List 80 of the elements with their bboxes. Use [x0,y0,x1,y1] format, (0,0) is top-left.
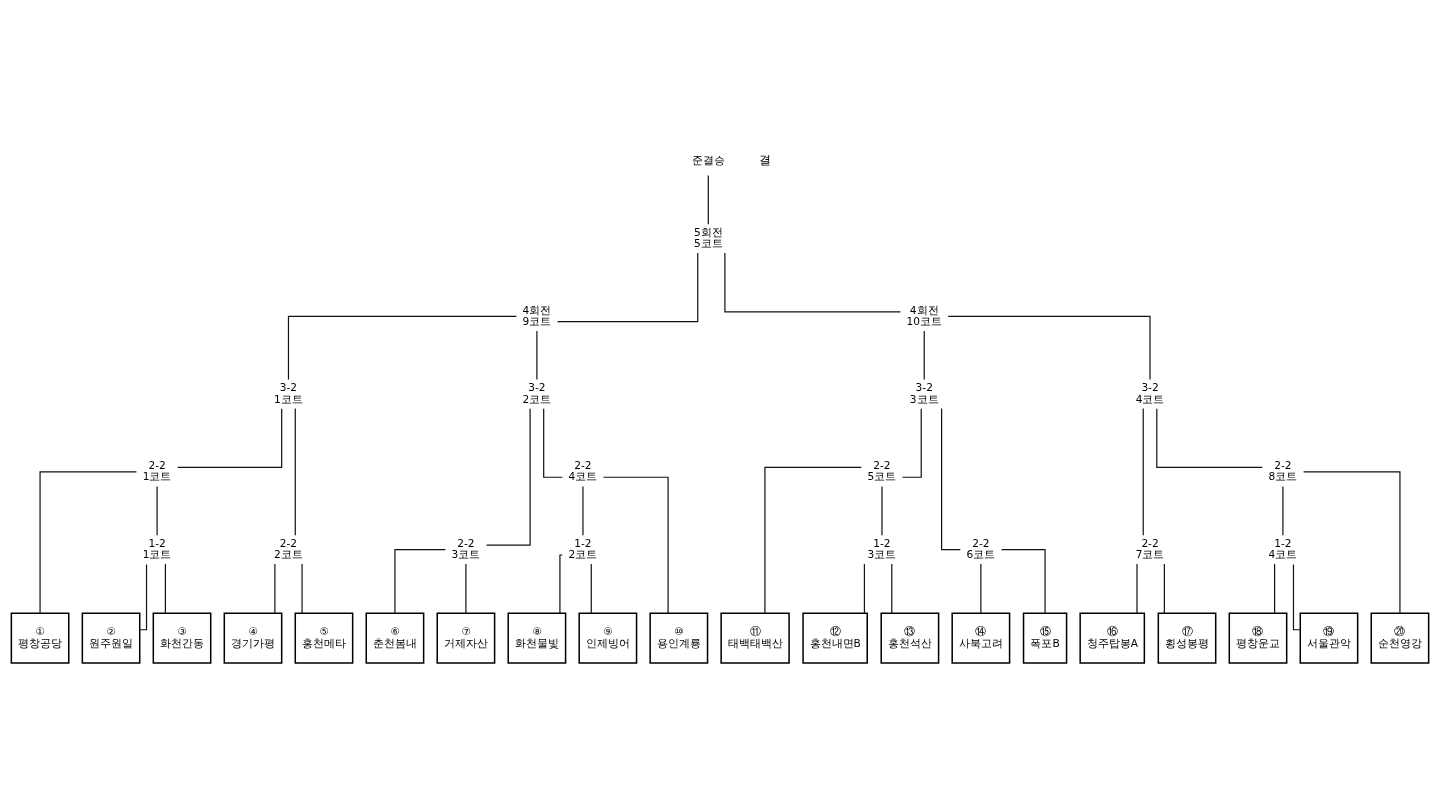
node-box: ④ 경기가평 [223,612,283,664]
node-text: 1-2 1코트 [142,536,172,561]
connector [947,315,1151,381]
connector [485,408,531,546]
connector [724,252,901,313]
node-box: ⑫ 홍천내면B [802,612,868,664]
node-box: ⑦ 거제자산 [436,612,496,664]
connector [39,471,138,614]
connector [941,407,961,551]
connector [923,330,925,381]
node-text: 2-2 8코트 [1268,459,1298,483]
connector [1282,485,1284,536]
connector [1302,471,1401,614]
node-box: ⑱ 평창운교 [1228,612,1288,664]
connector [559,554,563,614]
node-text: 3-2 3코트 [909,381,939,405]
node-box: ⑰ 횡성봉평 [1157,612,1217,664]
connector [590,563,592,614]
node-text: 1-2 4코트 [1268,536,1298,561]
node-text: 2-2 1코트 [142,459,172,483]
connector [465,563,467,614]
connector [901,408,922,478]
node-text: 1-2 3코트 [867,536,897,561]
connector [156,485,158,536]
connector [1163,563,1165,614]
node-box: ⑩ 용인계룡 [649,612,709,664]
connector [536,330,538,381]
node-text: 5회전 5코트 [693,225,723,250]
connector [881,485,883,536]
connector [274,563,276,614]
connector [582,485,584,536]
connector [294,407,296,536]
node-text: 2-2 7코트 [1135,536,1165,561]
connector [1136,563,1138,614]
connector [557,252,699,323]
connector [980,563,982,614]
node-box: ③ 화천간동 [152,612,212,664]
node-text: 3-2 2코트 [522,381,552,405]
node-box: ⑳ 순천영강 [1370,612,1430,664]
label: 결 [758,153,771,168]
node-text: 2-2 3코트 [451,536,481,561]
connector [287,315,517,381]
connector [1142,407,1144,536]
node-text: 3-2 4코트 [1135,381,1165,405]
node-text: 2-2 5코트 [867,459,897,483]
connector [543,408,563,478]
node-box: ⑧ 화천물빛 [507,612,567,664]
connector [707,174,709,225]
node-box: ⑤ 홍천메타 [294,612,354,664]
node-box: ⑮ 폭포B [1022,612,1068,664]
node-text: 4회전 9코트 [522,303,552,327]
connector [394,549,446,614]
connector [1274,563,1276,614]
node-text: 준결승 [691,154,725,167]
node-box: ② 원주원일 [81,612,141,664]
node-box: ⑪ 태백태백산 [720,612,790,664]
connector [863,563,865,614]
connector [602,476,669,614]
connector [764,466,862,614]
connector [164,563,166,614]
node-box: ⑥ 춘천봄내 [365,612,425,664]
node-text: 1-2 2코트 [568,536,598,561]
connector [891,563,893,614]
node-box: ⑲ 서울관악 [1299,612,1359,664]
node-text: 2-2 6코트 [966,536,996,561]
connector [177,408,283,469]
node-box: ⑯ 청주탑봉A [1079,612,1146,664]
node-box: ⑬ 홍천석산 [880,612,940,664]
node-text: 3-2 1코트 [274,381,303,405]
node-text: 4회전 10코트 [906,303,942,327]
node-box: ⑨ 인제빙어 [578,612,638,664]
connector [1156,408,1263,469]
node-box: ⑭ 사북고려 [951,612,1011,664]
connector [1000,549,1046,614]
connector [1292,563,1301,631]
connector [301,563,303,614]
node-text: 2-2 2코트 [274,536,303,561]
node-box: ① 평창공당 [10,612,70,664]
connector [139,563,148,631]
node-text: 2-2 4코트 [568,459,598,483]
